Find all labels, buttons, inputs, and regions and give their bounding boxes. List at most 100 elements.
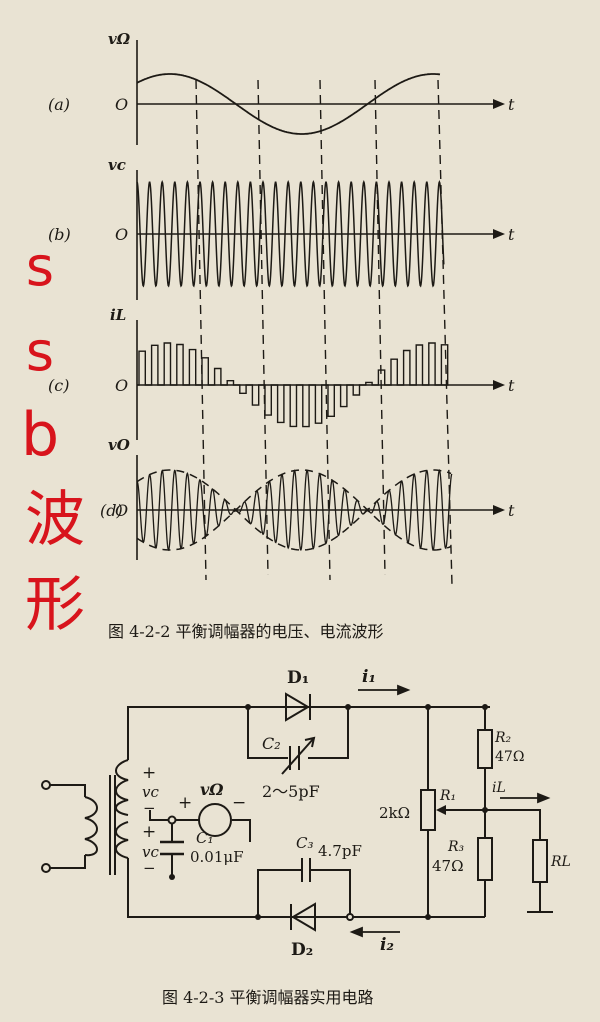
label-vc-top: vc <box>142 783 159 801</box>
load-current-wave <box>137 342 449 428</box>
label-i1: i₁ <box>362 667 376 687</box>
wire-bottom <box>127 858 485 918</box>
diode-d2-body <box>291 902 316 932</box>
i2-arrow-head <box>349 926 363 938</box>
label-minus-bottom: − <box>143 859 156 877</box>
junction-6 <box>425 914 431 920</box>
annotation-char-1: s <box>26 235 54 298</box>
label-minus-top: − <box>143 799 156 817</box>
r1-wiper-arrow <box>436 805 446 815</box>
label-c2: C₂ <box>262 734 281 753</box>
guide-1 <box>195 79 207 581</box>
circuit-diagram <box>48 706 553 918</box>
junction-4 <box>482 704 488 710</box>
terminals <box>41 780 354 921</box>
label-c1: C₁ <box>196 829 214 847</box>
c2-trim <box>281 737 315 775</box>
il-arrow-head <box>537 792 551 804</box>
diode-d1-body <box>285 692 310 722</box>
label-c2-value: 2～5pF <box>262 782 320 801</box>
c2-trim-head <box>304 736 316 748</box>
capacitor-c3 <box>301 858 311 882</box>
wire-d2-branch <box>257 869 351 917</box>
label-c3: C₃ <box>296 834 314 852</box>
origin-label-a: O <box>115 95 128 114</box>
i1-arrow-head <box>397 684 411 696</box>
label-r2-value: 47Ω <box>495 749 524 765</box>
annotation-char-5: 形 <box>25 570 85 640</box>
node-c1 <box>167 815 177 825</box>
origin-label-b: O <box>115 225 128 244</box>
guide-2 <box>257 79 269 576</box>
resistor-rl <box>532 839 548 883</box>
label-r1-value: 2kΩ <box>379 804 410 822</box>
label-vc-bottom: vc <box>142 843 159 861</box>
modulating-wave <box>136 73 441 135</box>
wire-d1-branch <box>247 707 349 759</box>
resistor-r1 <box>420 789 436 831</box>
guide-3 <box>319 79 331 581</box>
label-plus-top: + <box>142 763 156 783</box>
modulating-source <box>198 803 232 837</box>
junction-1 <box>245 704 251 710</box>
panel-label-d: (d) <box>100 501 123 520</box>
arrow-t-b <box>493 229 505 239</box>
junction-dots <box>169 704 488 920</box>
input-terminal-top <box>41 780 51 790</box>
waveform-figure: (a) (b) (c) (d) vΩ vc iL vO O O O O t t … <box>48 30 515 586</box>
junction-8 <box>169 874 175 880</box>
panel-label-c: (c) <box>48 376 69 395</box>
secondary-coil-upper <box>115 759 129 816</box>
junction-5 <box>255 914 261 920</box>
node-d2 <box>346 913 354 921</box>
resistors <box>420 729 548 883</box>
label-r3: R₃ <box>447 839 465 855</box>
origin-label-d: O <box>115 501 128 520</box>
label-c1-value: 0.01μF <box>190 848 244 866</box>
diode-d1 <box>285 692 311 722</box>
label-d2: D₂ <box>291 940 313 960</box>
annotation-char-4: 波 <box>25 485 85 555</box>
label-source-minus: − <box>232 793 246 813</box>
label-plus-bottom: + <box>142 822 156 842</box>
origin-label-c: O <box>115 376 128 395</box>
label-r2: R₂ <box>494 730 512 746</box>
panel-label-b: (b) <box>48 225 71 244</box>
signal-name-c: iL <box>110 306 126 324</box>
capacitor-c1 <box>160 840 184 856</box>
time-label-a: t <box>508 95 515 114</box>
axis-arrows <box>493 99 505 515</box>
dsb-output-wave <box>136 469 453 552</box>
signal-name-a: vΩ <box>108 30 131 48</box>
wire-wiper <box>438 809 541 912</box>
label-d1: D₁ <box>287 668 309 688</box>
transformer <box>84 759 129 875</box>
label-vomega: vΩ <box>200 780 224 799</box>
label-i2: i₂ <box>380 935 394 955</box>
primary-coil <box>84 796 98 857</box>
junction-3 <box>425 704 431 710</box>
secondary-lead <box>149 810 172 821</box>
secondary-coil-lower <box>115 821 129 859</box>
panel-label-a: (a) <box>48 95 70 114</box>
time-label-c: t <box>508 376 515 395</box>
time-label-d: t <box>508 501 515 520</box>
current-arrows <box>349 684 551 938</box>
primary-wires <box>48 784 86 869</box>
signal-name-d: vO <box>108 436 130 454</box>
label-source-plus: + <box>178 793 192 813</box>
annotation-char-3: b <box>21 400 59 470</box>
wire-top <box>127 706 490 760</box>
label-il: iL <box>492 780 506 796</box>
label-rl: RL <box>550 854 571 870</box>
annotation-char-2: s <box>26 320 54 383</box>
figure-caption-1: 图 4-2-2 平衡调幅器的电压、电流波形 <box>108 622 384 641</box>
diode-d2 <box>290 902 316 932</box>
guide-4 <box>374 79 386 576</box>
circuit-labels: D₁ i₁ C₂ 2～5pF R₂ 47Ω iL R₁ 2kΩ R₃ 47Ω R… <box>142 667 571 960</box>
arrow-t-a <box>493 99 505 109</box>
resistor-r2 <box>477 729 493 769</box>
junction-7 <box>482 807 488 813</box>
